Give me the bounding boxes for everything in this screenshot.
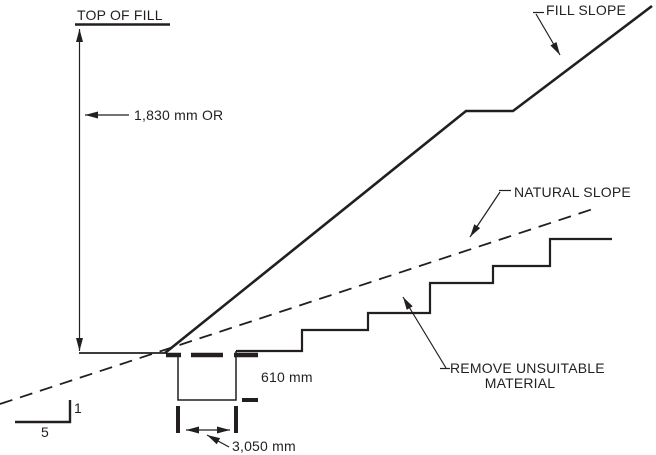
natural-slope-label: NATURAL SLOPE [514,184,631,200]
slope-ratio-symbol [15,400,72,424]
bench-width-label: 3,050 mm [232,438,296,454]
bench-depth-label: 610 mm [261,369,313,385]
fill-slope-label: FILL SLOPE [546,2,626,18]
remove-unsuitable-label-line2: MATERIAL [485,375,556,391]
slope-ratio-run-label: 5 [41,424,49,440]
remove-unsuitable-leader-line [402,296,447,369]
height-dimension-label: 1,830 mm OR [134,107,223,123]
slope-ratio-rise-label: 1 [74,400,82,416]
benching-steps-line [236,237,612,353]
remove-unsuitable-label-line1: REMOVE UNSUITABLE [450,360,605,376]
bench-width-leader-line [206,434,230,448]
top-of-fill-label: TOP OF FILL [77,7,163,23]
key-trench-outline [177,351,237,401]
fill-slope-line [164,4,653,355]
fill-slope-leader-line [535,13,561,56]
natural-slope-leader-line [469,191,501,238]
